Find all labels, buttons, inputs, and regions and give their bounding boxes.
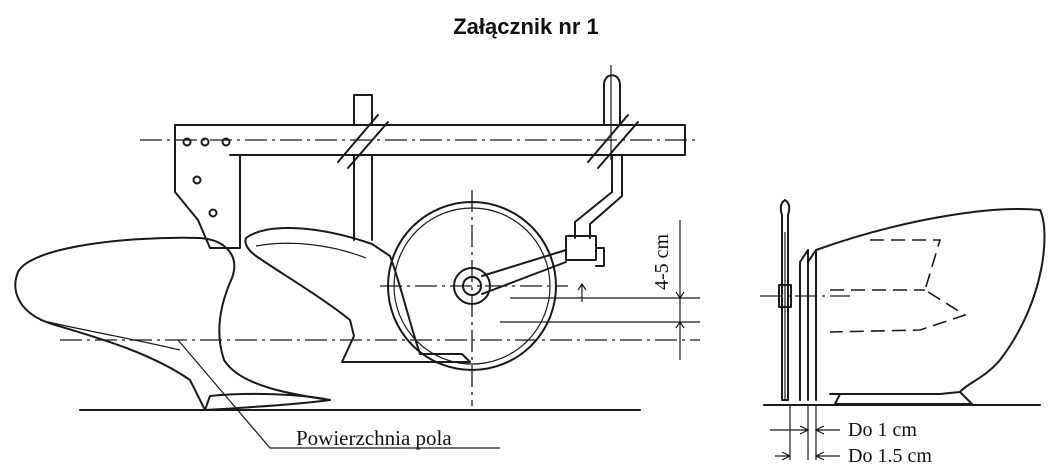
wheel-post-top	[603, 74, 621, 126]
adjust-arrow	[577, 282, 587, 302]
hidden-skimmer	[829, 239, 967, 333]
rear-standard	[799, 249, 817, 401]
page-title: Załącznik nr 1	[453, 14, 599, 39]
crank-arm	[574, 154, 623, 239]
standard-post	[353, 154, 373, 241]
bracket-hole	[208, 208, 218, 218]
main-beam	[174, 124, 686, 156]
wheel-clamp	[587, 114, 639, 169]
field-surface-leader	[177, 339, 500, 449]
depth-label: 4-5 cm	[651, 233, 673, 290]
landside	[204, 392, 331, 411]
skimmer-edge	[255, 242, 367, 259]
coulter-blade	[779, 199, 791, 401]
mouldboard-share-line	[39, 319, 181, 351]
front-bracket	[174, 124, 241, 249]
bracket-hole	[192, 175, 202, 185]
crank-bolt	[595, 247, 605, 267]
gap-small-label: Do 1 cm	[848, 419, 917, 441]
depth-dimension-arrows	[675, 291, 685, 329]
crank-housing	[565, 235, 597, 261]
field-surface-label: Powierzchnia pola	[296, 426, 452, 450]
bracket-hole	[200, 137, 210, 147]
gap-large-dim	[775, 451, 840, 461]
skimmer-body	[244, 226, 471, 363]
bracket-hole	[182, 137, 192, 147]
bracket-hole	[221, 137, 231, 147]
mouldboard	[14, 236, 331, 411]
beam-clamp	[337, 114, 389, 169]
standard-top	[353, 94, 373, 126]
wheel-arm	[481, 249, 567, 295]
gap-small-dim	[770, 425, 840, 435]
rear-mouldboard	[815, 208, 1046, 395]
rear-view: Do 1 cm Do 1.5 cm	[760, 199, 1046, 465]
side-view: 4-5 cm Powierzchnia pola	[14, 65, 700, 450]
gap-large-label: Do 1.5 cm	[848, 445, 932, 465]
